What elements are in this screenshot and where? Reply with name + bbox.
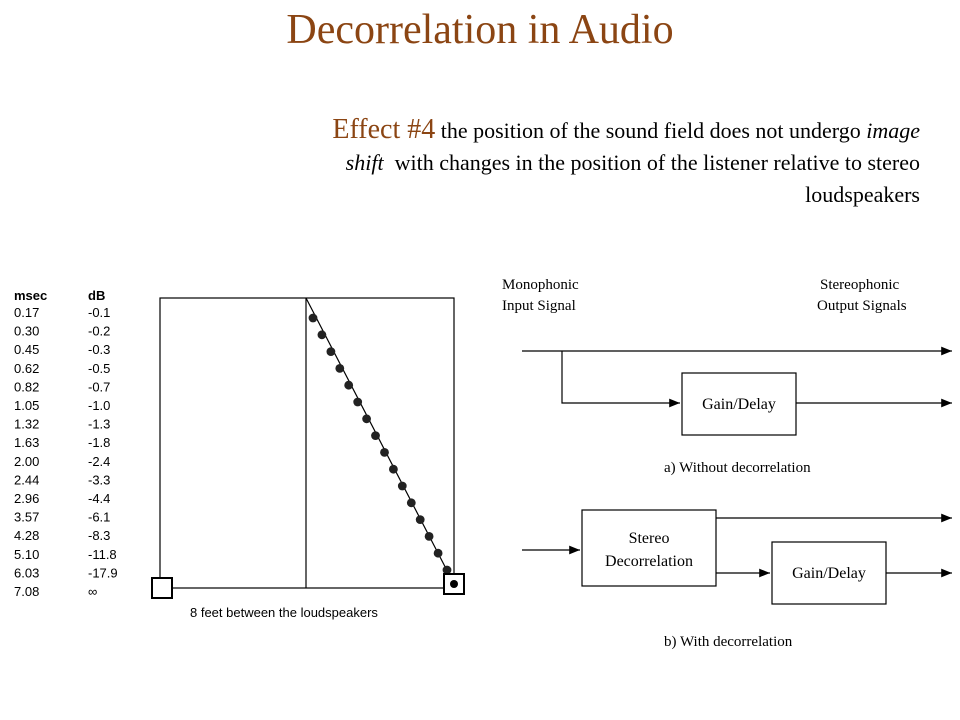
msec-value: 3.57 xyxy=(14,510,39,525)
msec-value: 1.63 xyxy=(14,435,39,450)
msec-value: 2.44 xyxy=(14,472,39,487)
image-shift-dots xyxy=(308,313,452,575)
image-position-dot xyxy=(424,532,434,541)
msec-value: 4.28 xyxy=(14,528,39,543)
msec-value: 2.00 xyxy=(14,454,39,469)
slide-title: Decorrelation in Audio xyxy=(286,7,674,53)
db-value: -1.0 xyxy=(88,398,110,413)
gain-delay-label-b: Gain/Delay xyxy=(792,565,866,582)
image-shift-line xyxy=(305,297,455,585)
effect-lead: Effect #4 xyxy=(332,114,436,145)
db-value: -6.1 xyxy=(88,510,110,525)
listening-caption: 8 feet between the loudspeakers xyxy=(190,605,378,620)
gain-delay-block-b xyxy=(771,541,887,605)
image-position-dot xyxy=(344,380,354,390)
db-value: -1.3 xyxy=(88,417,110,432)
image-position-dot xyxy=(308,313,318,323)
db-value: -0.5 xyxy=(88,361,110,376)
gain-delay-label-a: Gain/Delay xyxy=(702,396,776,413)
effect-italic-2: shift xyxy=(345,150,384,175)
input-label-line-1: Monophonic xyxy=(502,277,579,293)
stereo-decorrelation-label-1: Stereo xyxy=(629,530,670,547)
decorrelation-block-diagram: Monophonic Input Signal Stereophonic Out… xyxy=(502,277,952,650)
db-value: -2.4 xyxy=(88,454,110,469)
db-value: -0.2 xyxy=(88,324,110,339)
msec-value: 0.30 xyxy=(14,324,39,339)
image-position-dot xyxy=(389,464,398,474)
effect-line-1: Effect #4 the position of the sound fiel… xyxy=(60,114,920,147)
msec-value: 0.45 xyxy=(14,342,39,357)
image-position-dot xyxy=(326,347,336,356)
msec-value: 5.10 xyxy=(14,547,39,562)
msec-value: 7.08 xyxy=(14,584,39,599)
msec-value: 1.05 xyxy=(14,398,39,413)
image-position-dot xyxy=(380,448,389,457)
listening-area-frame xyxy=(159,297,455,589)
effect-line-3: loudspeakers xyxy=(805,182,920,207)
left-loudspeaker-icon xyxy=(151,577,173,599)
image-position-dot xyxy=(371,431,380,440)
caption-a: a) Without decorrelation xyxy=(664,460,811,476)
gain-delay-block-a xyxy=(681,372,797,436)
db-column: -0.1 -0.2 -0.3 -0.5 -0.7 -1.0 -1.3 -1.8 -2.4 -3.3… xyxy=(88,305,118,599)
stereo-decorrelation-label-2: Decorrelation xyxy=(605,553,693,570)
image-position-dot xyxy=(335,364,345,373)
msec-header: msec xyxy=(14,288,47,303)
stereo-decorrelation-block xyxy=(581,509,717,587)
listening-position-diagram: msec dB 0.17 0.30 0.45 0.62 0.82 1.05 1.32 1.63… xyxy=(14,288,465,620)
image-position-dot xyxy=(317,330,327,340)
db-value: -0.1 xyxy=(88,305,110,320)
db-value: -3.3 xyxy=(88,472,110,487)
msec-value: 0.62 xyxy=(14,361,39,376)
effect-line-2: shift with changes in the position of th… xyxy=(60,147,920,179)
db-value: -0.7 xyxy=(88,379,110,394)
msec-value: 2.96 xyxy=(14,491,39,506)
db-value: -17.9 xyxy=(88,565,118,580)
image-position-dot xyxy=(362,414,371,424)
db-value: -4.4 xyxy=(88,491,110,506)
msec-value: 0.17 xyxy=(14,305,39,320)
listener-dot xyxy=(450,580,458,588)
msec-value: 0.82 xyxy=(14,379,39,394)
image-position-dot xyxy=(442,565,452,575)
db-value: -0.3 xyxy=(88,342,110,357)
caption-b: b) With decorrelation xyxy=(664,634,793,650)
output-label-line-2: Output Signals xyxy=(817,298,907,314)
delay-table: msec dB 0.17 0.30 0.45 0.62 0.82 1.05 1.32 1.63… xyxy=(14,288,118,599)
db-value: -1.8 xyxy=(88,435,110,450)
msec-value: 1.32 xyxy=(14,417,39,432)
path-a-branch xyxy=(561,351,680,408)
image-position-dot xyxy=(406,498,416,508)
effect-text-1: the position of the sound field does not… xyxy=(440,118,861,143)
msec-value: 6.03 xyxy=(14,565,39,580)
db-value: ∞ xyxy=(88,584,97,599)
effect-italic-1: image xyxy=(866,118,920,143)
db-header: dB xyxy=(88,288,105,303)
image-position-dot xyxy=(397,481,407,491)
effect-description: Effect #4 the position of the sound fiel… xyxy=(60,114,920,211)
output-label-line-1: Stereophonic xyxy=(820,277,899,293)
input-label-line-2: Input Signal xyxy=(502,298,576,314)
db-value: -11.8 xyxy=(88,547,117,562)
image-position-dot xyxy=(353,397,363,407)
msec-column: 0.17 0.30 0.45 0.62 0.82 1.05 1.32 1.63 2.00 2.44… xyxy=(14,305,39,599)
image-position-dot xyxy=(433,548,443,558)
db-value: -8.3 xyxy=(88,528,110,543)
effect-text-2: with changes in the position of the list… xyxy=(394,150,920,175)
image-position-dot xyxy=(415,515,425,524)
